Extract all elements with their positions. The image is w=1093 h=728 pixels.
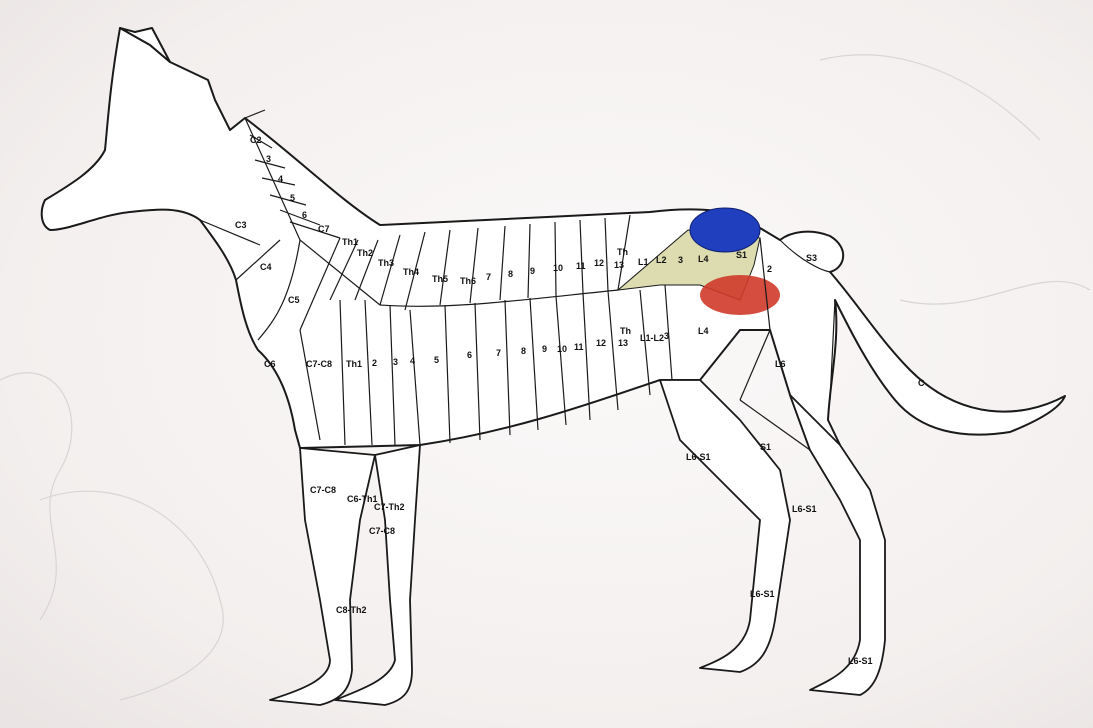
label-c7-c8-fore: C7-C8 [310, 485, 336, 495]
label-4-lower: 4 [410, 356, 415, 366]
dog-body-outline [42, 28, 1065, 455]
label-l4-hind: L4 [698, 326, 709, 336]
label-c3: C3 [235, 220, 247, 230]
label-l6-s1-c: L6-S1 [750, 589, 775, 599]
label-9: 9 [530, 266, 535, 276]
label-3: 3 [266, 154, 271, 164]
label-6: 6 [302, 210, 307, 220]
label-c7: C7 [318, 224, 330, 234]
label-th-lower: Th [620, 326, 631, 336]
label-l1: L1 [638, 257, 649, 267]
label-l6-s1-d: L6-S1 [848, 656, 873, 666]
label-l2: L2 [656, 255, 667, 265]
label-s3: S3 [806, 253, 817, 263]
label-s1: S1 [736, 250, 747, 260]
label-7: 7 [486, 272, 491, 282]
label-th2: Th2 [357, 248, 373, 258]
label-c4: C4 [260, 262, 272, 272]
hindleg-outer [660, 380, 790, 672]
label-8-lower: 8 [521, 346, 526, 356]
label-3-lower: 3 [393, 357, 398, 367]
label-c8-th2: C8-Th2 [336, 605, 367, 615]
label-6-lower: 6 [467, 350, 472, 360]
label-l6-s1-a: L6-S1 [686, 452, 711, 462]
label-th3: Th3 [378, 258, 394, 268]
label-10-lower: 10 [557, 344, 567, 354]
label-2: 2 [767, 264, 772, 274]
label-c5: C5 [288, 295, 300, 305]
label-4: 4 [278, 174, 283, 184]
label-c7-c8: C7-C8 [306, 359, 332, 369]
label-3-lumbar: 3 [664, 331, 669, 341]
label-c6-th1: C6-Th1 [347, 494, 378, 504]
label-l4: L4 [698, 254, 709, 264]
label-12: 12 [594, 258, 604, 268]
label-l1-l2: L1-L2 [640, 333, 664, 343]
label-8: 8 [508, 269, 513, 279]
label-l6-s1-b: L6-S1 [792, 504, 817, 514]
label-3: 3 [678, 255, 683, 265]
label-c-tail: C [918, 378, 925, 388]
label-11-lower: 11 [574, 342, 584, 352]
label-s1-hind: S1 [760, 442, 771, 452]
label-th4: Th4 [403, 267, 419, 277]
label-9-lower: 9 [542, 344, 547, 354]
label-th: Th [617, 247, 628, 257]
label-th1: Th1 [342, 237, 358, 247]
label-th1-lower: Th1 [346, 359, 362, 369]
label-10: 10 [553, 263, 563, 273]
label-7-lower: 7 [496, 348, 501, 358]
label-th6: Th6 [460, 276, 476, 286]
label-c2: C2 [250, 135, 262, 145]
label-5-lower: 5 [434, 355, 439, 365]
label-c6: C6 [264, 359, 276, 369]
label-l6: L6 [775, 359, 786, 369]
label-13: 13 [614, 260, 624, 270]
label-c7-c8-inner: C7-C8 [369, 526, 395, 536]
label-12-lower: 12 [596, 338, 606, 348]
label-11: 11 [576, 261, 586, 271]
blue-marker [690, 208, 760, 252]
label-5: 5 [290, 193, 295, 203]
label-th5: Th5 [432, 274, 448, 284]
label-c7-th2: C7-Th2 [374, 502, 405, 512]
label-2-lower: 2 [372, 358, 377, 368]
label-13-lower: 13 [618, 338, 628, 348]
